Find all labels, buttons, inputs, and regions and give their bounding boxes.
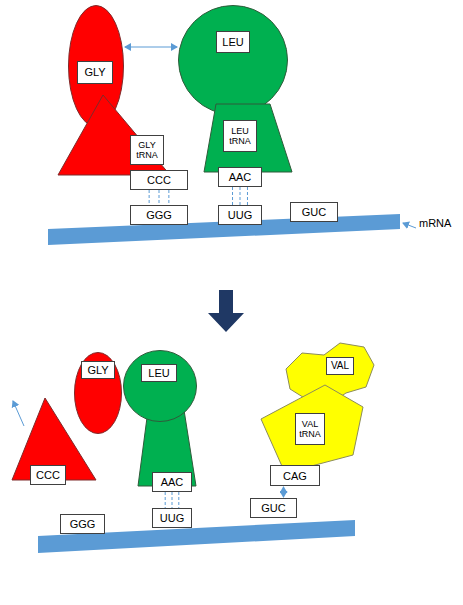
- base-triplet: CAG: [283, 470, 307, 482]
- codon-box: UUG: [218, 205, 262, 225]
- interaction-arrow: [283, 487, 284, 497]
- amino-acid-shape: LEU: [178, 5, 288, 115]
- base-pairing: [165, 492, 179, 508]
- base-pairing: [149, 190, 169, 205]
- codon-box: GUC: [250, 498, 297, 518]
- node-shape: [75, 353, 122, 434]
- connector-line: [232, 187, 233, 205]
- leaving-arrow: [13, 401, 24, 426]
- base-triplet: UUG: [160, 512, 184, 524]
- trna-shape: LEU tRNA: [204, 104, 292, 172]
- molecule-label: LEU tRNA: [223, 120, 257, 152]
- molecule-label: GLY tRNA: [130, 135, 164, 165]
- base-triplet: GUC: [261, 502, 285, 514]
- base-pairing: [233, 187, 248, 205]
- base-triplet: CCC: [147, 174, 171, 186]
- codon-box: GGG: [60, 514, 105, 534]
- connector-line: [168, 190, 169, 205]
- connector-line: [172, 492, 173, 508]
- strand-label: mRNA: [419, 217, 451, 229]
- connector-line: [247, 187, 248, 205]
- codon-box: GGG: [130, 205, 188, 225]
- node-shape: [58, 95, 170, 175]
- molecule-label: GLY: [77, 61, 113, 84]
- molecule-label: LEU: [141, 364, 177, 382]
- codon-box: CCC: [130, 170, 188, 190]
- codon-box: CAG: [270, 465, 320, 486]
- connector-line: [283, 487, 284, 497]
- molecule-label: VAL: [326, 357, 354, 375]
- trna-shape: VAL tRNA: [255, 385, 365, 473]
- amino-acid-shape: LEU: [123, 350, 197, 422]
- base-triplet: CCC: [36, 469, 60, 481]
- base-triplet: UUG: [228, 209, 252, 221]
- step-arrow: [208, 290, 244, 332]
- base-triplet: GGG: [70, 518, 96, 530]
- molecule-label: GLY: [81, 361, 115, 379]
- base-triplet: AAC: [229, 171, 252, 183]
- node-shape: [179, 6, 288, 115]
- connector-line: [240, 187, 241, 205]
- connector-line: [149, 190, 150, 205]
- codon-box: AAC: [152, 472, 192, 492]
- codon-box: AAC: [218, 167, 262, 187]
- connector-line: [165, 492, 166, 508]
- leader-arrow: [403, 223, 416, 228]
- codon-box: CCC: [30, 465, 66, 485]
- amino-acid-shape: GLY: [74, 352, 122, 434]
- codon-box: GUC: [290, 202, 338, 222]
- node-outline: [123, 350, 197, 422]
- interaction-arrow: [125, 47, 177, 48]
- node-outline: [178, 5, 288, 115]
- codon-box: UUG: [152, 508, 192, 528]
- connector-line: [159, 190, 160, 205]
- node-shape: [261, 385, 363, 473]
- connector-line: [178, 492, 179, 508]
- trna-shape: GLY tRNA: [58, 95, 170, 175]
- node-shape: [204, 104, 292, 172]
- base-triplet: GGG: [146, 209, 172, 221]
- node-shape: [124, 351, 197, 422]
- molecule-label: VAL tRNA: [295, 413, 325, 445]
- molecule-label: LEU: [216, 31, 250, 53]
- base-triplet: AAC: [161, 476, 184, 488]
- base-triplet: GUC: [302, 206, 326, 218]
- connector-line: [125, 47, 177, 48]
